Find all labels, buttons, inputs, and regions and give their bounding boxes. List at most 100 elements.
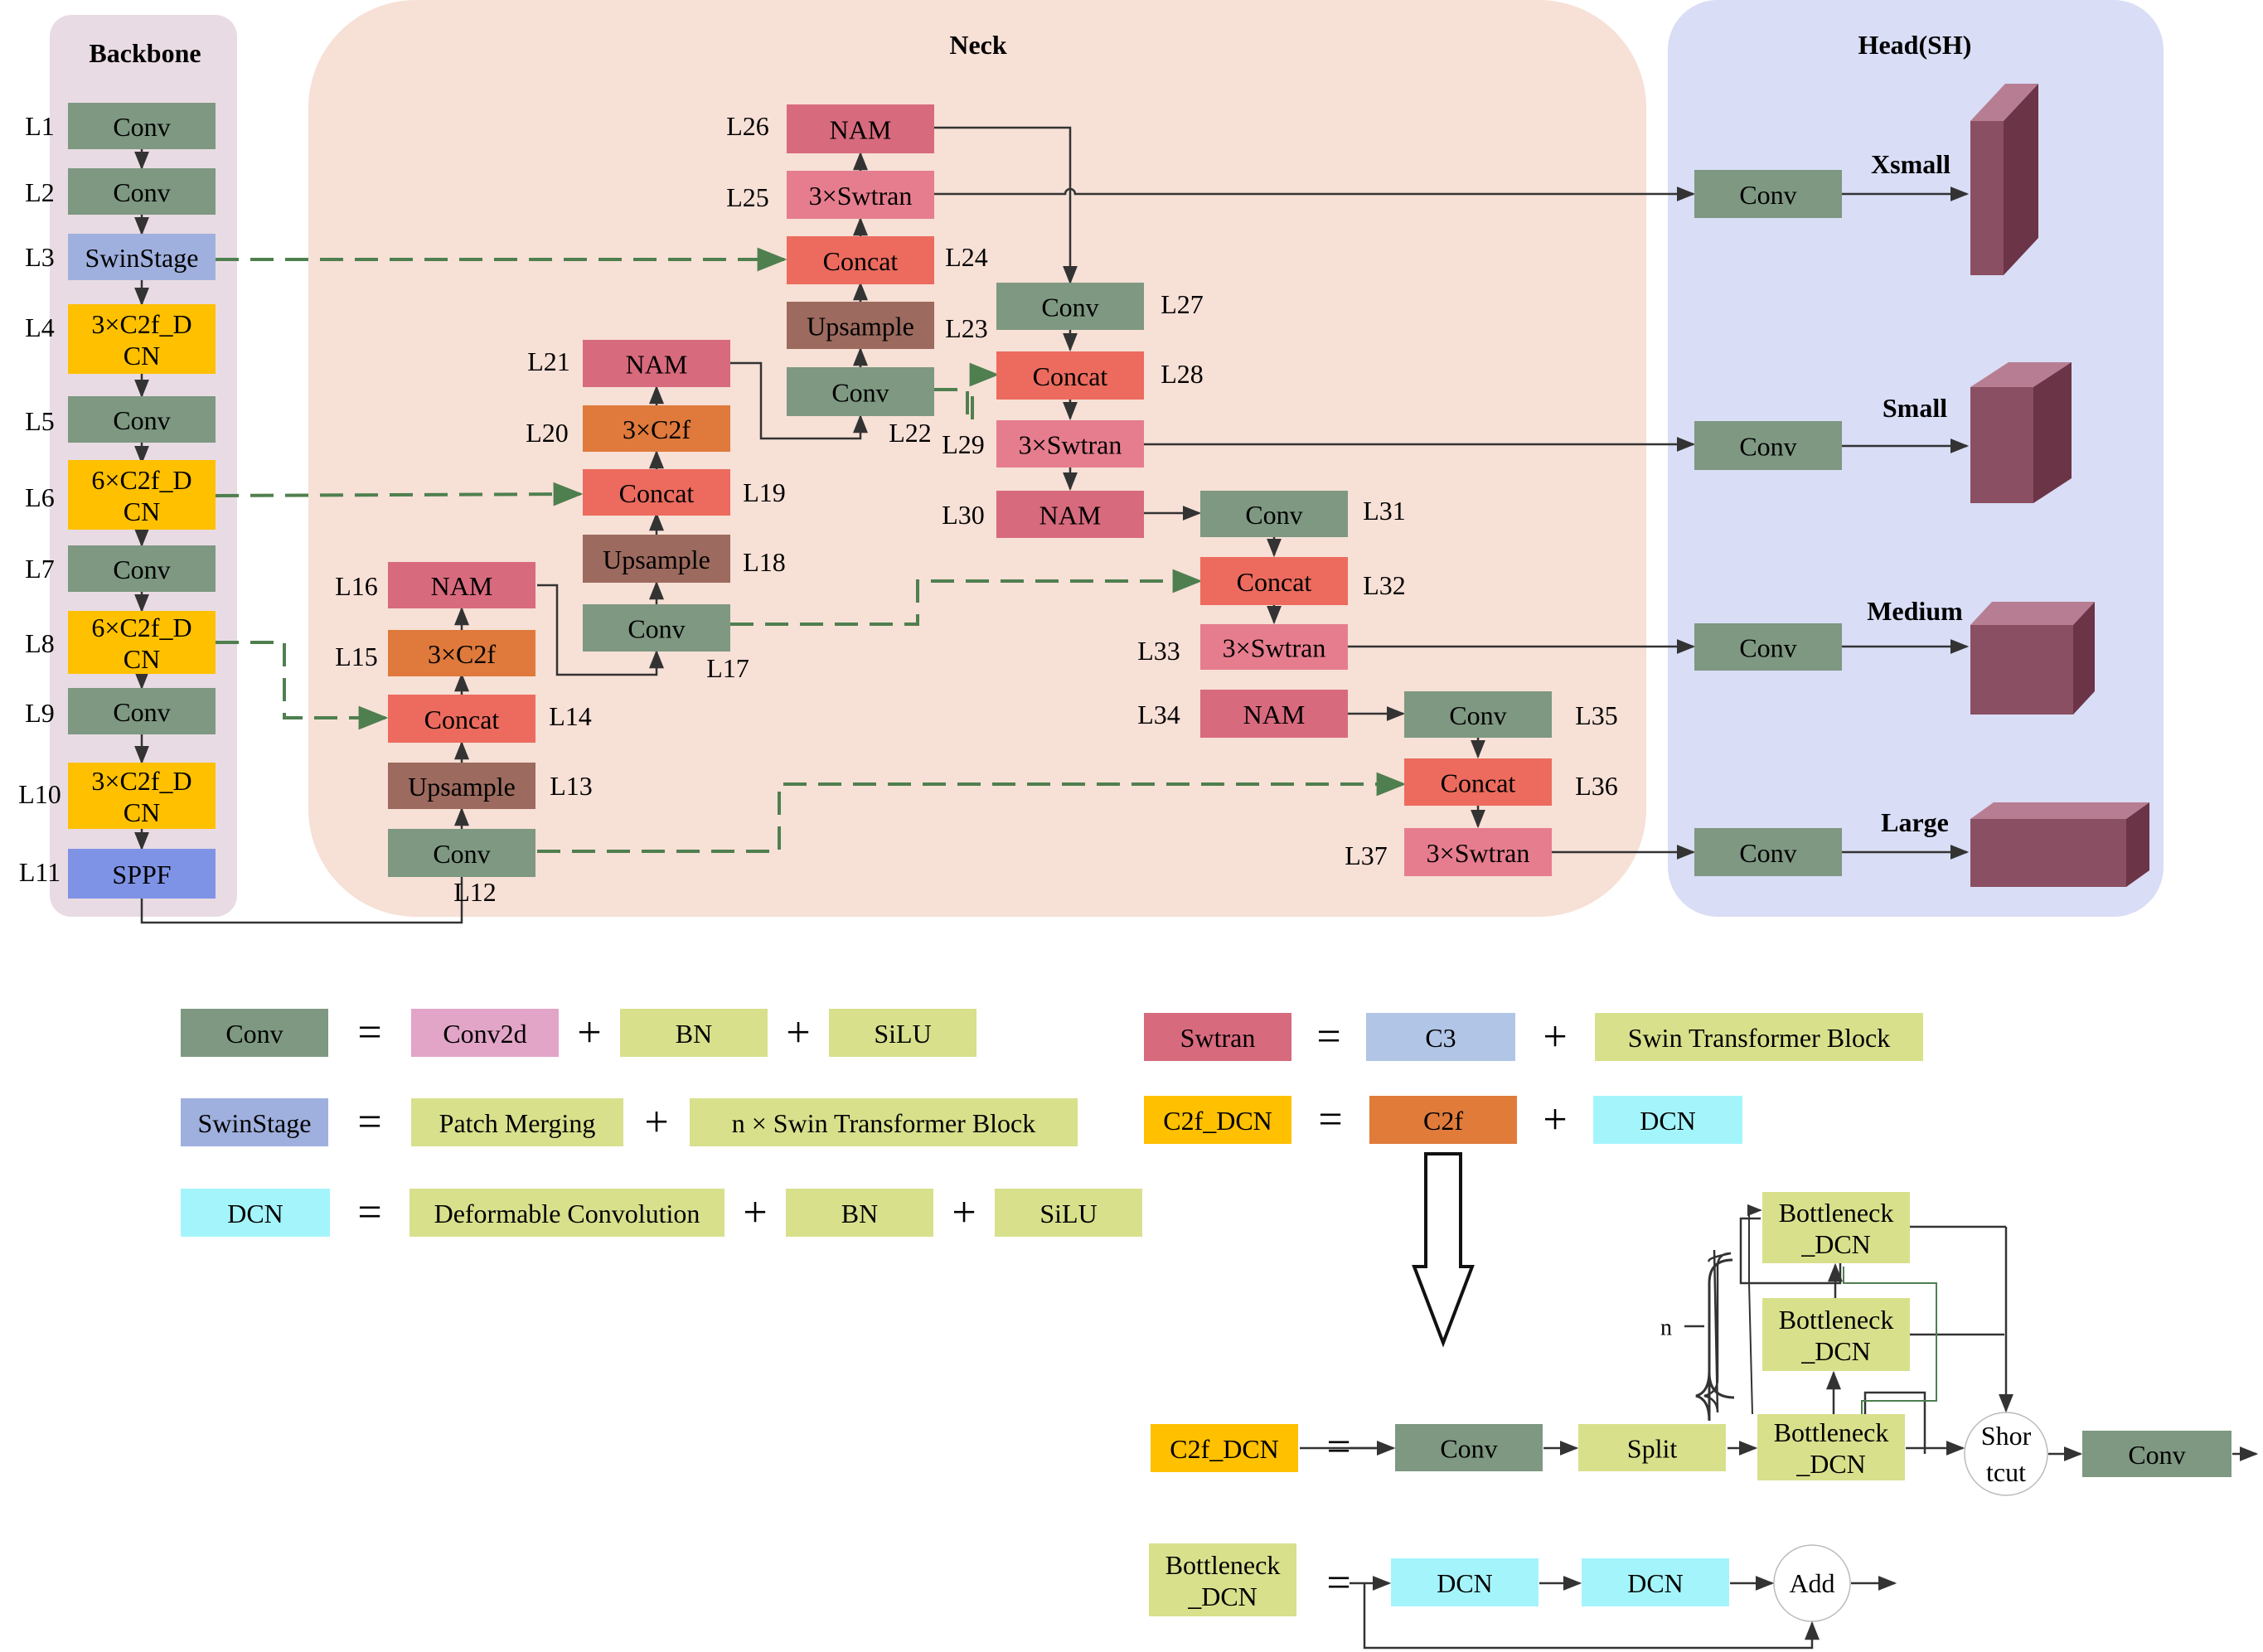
backbone-l6-c2f-dcn-shape bbox=[68, 460, 216, 530]
neck-l16-nam-label: NAM bbox=[431, 571, 493, 601]
neck-l35-conv-label: Conv bbox=[1449, 700, 1506, 730]
legend-swtran-item-1-label: Swtran bbox=[1180, 1023, 1256, 1053]
legend-conv-item-2: Conv2d bbox=[411, 1009, 559, 1057]
legend-swinstage-item-1-label: SwinStage bbox=[198, 1108, 312, 1138]
backbone-l7-conv-shape bbox=[68, 545, 216, 592]
layer-label-l27: L27 bbox=[1161, 289, 1204, 319]
neck-l35-conv-shape bbox=[1404, 691, 1552, 738]
neck-l31-conv-shape bbox=[1200, 491, 1348, 537]
neck-l26-nam-shape bbox=[787, 104, 934, 153]
neck-l15-c2f: 3×C2f bbox=[388, 630, 535, 676]
neck-l20-c2f-shape bbox=[583, 405, 730, 452]
backbone-l8-c2f-dcn-label-2: CN bbox=[124, 644, 160, 674]
legend-swinstage-item-3-shape bbox=[690, 1098, 1078, 1146]
backbone-l5-conv: Conv bbox=[68, 396, 216, 443]
legend-dcn-item-4-label: SiLU bbox=[1039, 1199, 1097, 1228]
c2f-dcn-detail-split-label: Split bbox=[1627, 1434, 1678, 1464]
neck-l31-conv-label: Conv bbox=[1245, 500, 1302, 530]
head-conv-large-label: Conv bbox=[1739, 838, 1796, 868]
c2f-dcn-detail-bottleneck-1-label: Bottleneck bbox=[1774, 1417, 1889, 1447]
c2f-dcn-detail-conv-out-label: Conv bbox=[2128, 1440, 2185, 1470]
layer-label-l34: L34 bbox=[1137, 700, 1180, 729]
head-conv-xsmall: Conv bbox=[1694, 170, 1842, 218]
backbone-l3-swinstage-shape bbox=[68, 234, 216, 280]
legend-c2f-dcn-item-1: C2f_DCN bbox=[1144, 1096, 1291, 1144]
layer-label-l13: L13 bbox=[550, 771, 593, 801]
legend-swinstage-item-1-shape bbox=[181, 1098, 328, 1146]
c2f-dcn-detail-conv-out: Conv bbox=[2082, 1431, 2232, 1477]
layer-label-l1: L1 bbox=[25, 111, 55, 141]
neck-l18-upsample: Upsample bbox=[583, 535, 730, 583]
backbone-l4-c2f-dcn-label: 3×C2f_D bbox=[91, 309, 191, 339]
layer-label-l29: L29 bbox=[942, 429, 985, 459]
neck-l28-concat: Concat bbox=[996, 351, 1144, 400]
legend-dcn-item-4-shape bbox=[995, 1189, 1142, 1237]
legend-operator: = bbox=[357, 1010, 381, 1057]
output-cube-large bbox=[1970, 802, 2149, 887]
output-cube-xsmall bbox=[1970, 84, 2038, 275]
neck-l35-conv: Conv bbox=[1404, 691, 1552, 738]
detail-connector bbox=[1363, 1583, 1820, 1650]
cube-side bbox=[2126, 802, 2149, 887]
bottleneck-dcn-detail-dcn-2-label: DCN bbox=[1627, 1568, 1684, 1598]
neck-title: Neck bbox=[949, 30, 1007, 60]
detail-connector bbox=[1863, 1391, 1926, 1454]
neck-l13-upsample-shape bbox=[388, 763, 535, 809]
neck-l12-conv-shape bbox=[388, 829, 535, 877]
neck-l25-swtran-shape bbox=[787, 171, 934, 219]
backbone-l11-sppf: SPPF bbox=[68, 849, 216, 899]
legend-conv-item-1-shape bbox=[181, 1009, 328, 1057]
neck-l29-swtran-label: 3×Swtran bbox=[1019, 430, 1122, 460]
bottleneck-dcn-detail-dcn-1: DCN bbox=[1391, 1558, 1539, 1606]
cube-top bbox=[1970, 362, 2072, 387]
bottleneck-dcn-detail-title-label-2: _DCN bbox=[1187, 1582, 1257, 1611]
cube-front bbox=[1970, 387, 2033, 503]
layer-label-l11: L11 bbox=[19, 857, 61, 887]
head-conv-small-shape bbox=[1694, 421, 1842, 470]
output-label-medium: Medium bbox=[1867, 596, 1963, 626]
layer-label-l14: L14 bbox=[549, 701, 592, 731]
layer-label-l21: L21 bbox=[527, 346, 570, 376]
cube-front bbox=[1970, 819, 2126, 887]
neck-l12-conv: Conv bbox=[388, 829, 535, 877]
c2f-dcn-detail-conv-label: Conv bbox=[1440, 1434, 1497, 1464]
layer-label-l15: L15 bbox=[335, 642, 378, 671]
backbone-l2-conv-label: Conv bbox=[113, 177, 170, 207]
layer-label-l26: L26 bbox=[726, 111, 769, 141]
head-conv-medium-label: Conv bbox=[1739, 633, 1796, 663]
cube-top bbox=[1970, 802, 2149, 819]
neck-l33-swtran: 3×Swtran bbox=[1200, 624, 1348, 670]
neck-l19-concat: Concat bbox=[583, 469, 730, 516]
head-conv-large: Conv bbox=[1694, 828, 1842, 876]
shortcut-label-2: tcut bbox=[1986, 1457, 2026, 1487]
legend-operator: + bbox=[1543, 1097, 1567, 1144]
c2f-dcn-detail-bottleneck-1-shape bbox=[1757, 1414, 1905, 1480]
legend-swinstage-item-3: n × Swin Transformer Block bbox=[690, 1098, 1078, 1146]
c2f-dcn-detail-split: Split bbox=[1578, 1424, 1726, 1471]
output-label-large: Large bbox=[1881, 807, 1949, 837]
legend-operator: = bbox=[1316, 1014, 1340, 1061]
legend-row-dcn: DCN=Deformable Convolution+BN+SiLU bbox=[181, 1189, 1142, 1237]
backbone-l6-c2f-dcn: 6×C2f_DCN bbox=[68, 460, 216, 530]
legend-conv-item-4-label: SiLU bbox=[874, 1019, 931, 1049]
neck-l18-upsample-shape bbox=[583, 535, 730, 583]
neck-l17-conv-label: Conv bbox=[628, 614, 685, 644]
layer-label-l10: L10 bbox=[18, 779, 61, 809]
neck-l19-concat-shape bbox=[583, 469, 730, 516]
backbone-l9-conv: Conv bbox=[68, 688, 216, 734]
layer-label-l18: L18 bbox=[743, 547, 786, 577]
bottleneck-dcn-detail-title-shape bbox=[1149, 1543, 1296, 1616]
neck-l17-conv: Conv bbox=[583, 604, 730, 652]
neck-l18-upsample-label: Upsample bbox=[603, 545, 710, 574]
legend-operator: + bbox=[952, 1189, 976, 1237]
c2f-dcn-detail-title-shape bbox=[1151, 1424, 1298, 1472]
neck-l21-nam: NAM bbox=[583, 340, 730, 387]
neck-l15-c2f-label: 3×C2f bbox=[428, 639, 496, 669]
backbone-l5-conv-label: Conv bbox=[113, 405, 170, 435]
neck-l33-swtran-label: 3×Swtran bbox=[1223, 633, 1326, 663]
legend-swtran-item-1-shape bbox=[1144, 1013, 1291, 1061]
backbone-l9-conv-label: Conv bbox=[113, 697, 170, 727]
layer-label-l33: L33 bbox=[1137, 636, 1180, 666]
backbone-l10-c2f-dcn-label-2: CN bbox=[124, 797, 160, 827]
